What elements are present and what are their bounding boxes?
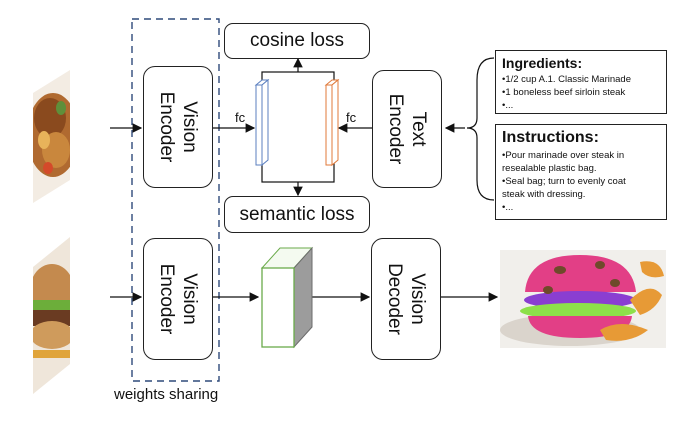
- cosine-loss-box: cosine loss: [224, 23, 370, 59]
- vision-encoder-bottom-line1: Vision: [179, 273, 200, 325]
- instructions-panel: Instructions: •Pour marinade over steak …: [495, 124, 667, 220]
- text-encoder-line2: Encoder: [385, 93, 406, 165]
- segmented-output-image: [500, 250, 666, 348]
- weights-sharing-region: [131, 18, 220, 382]
- food-photo-top: [33, 70, 70, 203]
- vision-decoder-line2: Decoder: [384, 263, 405, 335]
- fc-label-right: fc: [346, 110, 357, 125]
- vision-decoder: Vision Decoder: [371, 238, 441, 360]
- ingredients-panel: Ingredients: •1/2 cup A.1. Classic Marin…: [495, 50, 667, 114]
- semantic-loss-box: semantic loss: [224, 196, 370, 233]
- image-embedding-bar: [254, 78, 270, 167]
- instructions-line-4: steak with dressing.: [502, 189, 586, 200]
- instructions-line-5: •...: [502, 202, 514, 213]
- feature-map-block: [260, 246, 314, 349]
- text-encoder-line1: Text: [408, 111, 429, 147]
- fc-label-left: fc: [235, 110, 246, 125]
- ingredients-line-3: •...: [502, 100, 514, 111]
- vision-decoder-line1: Vision: [407, 273, 428, 325]
- text-encoder: Text Encoder: [372, 70, 442, 188]
- text-embedding-bar: [324, 78, 340, 167]
- weights-sharing-label: weights sharing: [114, 386, 219, 403]
- ingredients-line-1: •1/2 cup A.1. Classic Marinade: [502, 74, 632, 85]
- vision-encoder-top-line1: Vision: [179, 101, 200, 153]
- vision-encoder-top-line2: Encoder: [156, 91, 177, 163]
- vision-encoder-bottom: Vision Encoder: [143, 238, 213, 360]
- instructions-line-3: •Seal bag; turn to evenly coat: [502, 176, 626, 187]
- instructions-line-1: •Pour marinade over steak in: [502, 150, 625, 161]
- vision-encoder-top: Vision Encoder: [143, 66, 213, 188]
- food-photo-bottom: [33, 237, 70, 394]
- ingredients-title: Ingredients:: [502, 55, 583, 71]
- instructions-title: Instructions:: [502, 129, 599, 146]
- instructions-line-2: resealable plastic bag.: [502, 163, 597, 174]
- ingredients-line-2: •1 boneless beef sirloin steak: [502, 87, 626, 98]
- vision-encoder-bottom-line2: Encoder: [156, 263, 177, 335]
